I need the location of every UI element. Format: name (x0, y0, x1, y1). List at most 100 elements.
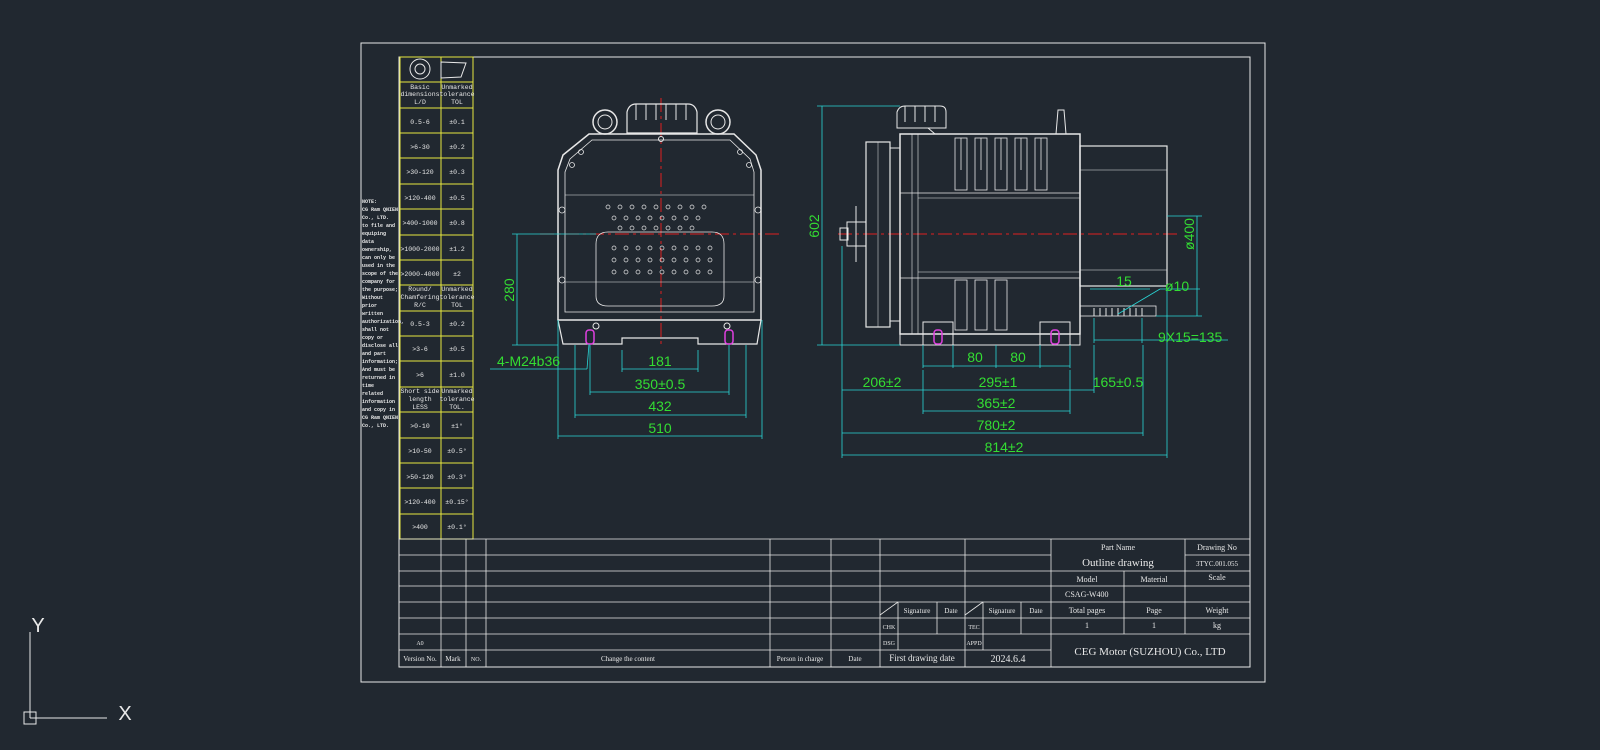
dim-295: 295±1 (979, 374, 1018, 390)
svg-text:copy or: copy or (362, 335, 383, 341)
tol-range: >2000-4000 (400, 271, 439, 278)
angle-header: Short side (400, 388, 439, 395)
tol-value: ±0.3° (447, 473, 467, 481)
dim-165: 165±0.5 (1093, 374, 1144, 390)
round-tol-header: Unmarked (441, 286, 472, 293)
side-view[interactable]: 602 ø400 15 ø10 9X15=135 80 80 206±2 295… (806, 105, 1228, 458)
dim-bolts: 4-M24b36 (497, 353, 560, 369)
first-drawing-date-value: 2024.6.4 (991, 654, 1026, 665)
part-name-label: Part Name (1101, 543, 1135, 552)
part-name: Outline drawing (1082, 557, 1154, 569)
svg-text:shall not: shall not (362, 327, 389, 333)
date-header: Date (848, 655, 861, 663)
dim-15: 15 (1116, 273, 1132, 289)
no-header: NO. (471, 657, 482, 663)
mark-header: Mark (445, 655, 461, 663)
dim-80-left: 80 (967, 349, 983, 365)
front-bolt-marker-left (585, 329, 595, 345)
page-value: 1 (1152, 621, 1156, 630)
tol-value: ±0.5 (449, 346, 465, 353)
svg-text:Without: Without (362, 295, 383, 301)
side-bolt-marker-right (1050, 329, 1060, 345)
tol-header-ld: L/D (414, 99, 426, 106)
tol-range: >10-50 (408, 448, 432, 455)
tol-range: >120-400 (404, 499, 435, 506)
sheet-inner-border (398, 56, 1251, 668)
tol-value: ±0.5° (447, 447, 467, 455)
svg-text:time: time (362, 383, 374, 389)
svg-text:Co., LTD.: Co., LTD. (362, 423, 389, 429)
tol-value: ±0.8 (449, 220, 465, 227)
side-note: NOTE: CG Ram QNIEN Co., LTD. to file and… (362, 199, 404, 429)
svg-text:Co., LTD.: Co., LTD. (362, 215, 389, 221)
total-pages-label: Total pages (1069, 606, 1106, 615)
tol-value: ±2 (453, 271, 461, 278)
model-value: CSAG-W400 (1065, 590, 1109, 599)
tol-range: >400-1000 (402, 220, 437, 227)
terminal-box (626, 103, 698, 134)
version-no-header: Version No. (403, 655, 437, 663)
date-label-2: Date (1029, 607, 1042, 615)
angle-header: LESS (412, 404, 428, 411)
side-bolt-marker-left (933, 329, 943, 345)
side-terminal-box (896, 105, 947, 129)
dim-432: 432 (648, 398, 672, 414)
dim-280: 280 (501, 278, 517, 302)
signature-label-2: Signature (989, 607, 1016, 615)
date-label-1: Date (944, 607, 957, 615)
tol-value: ±0.2 (449, 321, 465, 328)
company-name: CEG Motor (SUZHOU) Co., LTD (1074, 646, 1225, 658)
svg-text:CG Ram QNIEN: CG Ram QNIEN (362, 207, 398, 213)
tol-range: >6-30 (410, 144, 430, 151)
lifting-eye-left-icon (592, 109, 618, 135)
tol-range: >0-10 (410, 423, 430, 430)
svg-text:data: data (362, 239, 374, 245)
svg-text:information: information (362, 399, 395, 405)
dsg-label: DSG (883, 641, 896, 647)
ventilation-holes (605, 204, 713, 275)
dim-780: 780±2 (977, 417, 1016, 433)
svg-text:used in the: used in the (362, 263, 395, 269)
tec-label: TEC (968, 625, 979, 631)
tol-range: >50-120 (406, 474, 433, 481)
svg-text:equiping: equiping (362, 231, 386, 237)
first-drawing-date-label: First drawing date (889, 653, 955, 663)
material-label: Material (1140, 575, 1168, 584)
person-in-charge-header: Person in charge (777, 655, 824, 663)
svg-text:and part: and part (362, 351, 386, 357)
appd-label: APPD (966, 641, 982, 647)
round-header: Round/ (408, 286, 432, 293)
svg-text:to file and: to file and (362, 223, 395, 229)
svg-text:authorization,: authorization, (362, 319, 404, 325)
tol-value: ±0.15° (445, 498, 468, 506)
tol-value: ±0.5 (449, 195, 465, 202)
side-base (899, 320, 1081, 346)
svg-text:scope of the: scope of the (362, 271, 398, 277)
front-motor-body (557, 133, 762, 321)
svg-text:returned in: returned in (362, 375, 395, 381)
signature-label-1: Signature (904, 607, 931, 615)
title-block (399, 538, 1250, 667)
tol-range: >400 (412, 524, 428, 531)
svg-text:and copy in: and copy in (362, 407, 395, 413)
dim-814: 814±2 (985, 439, 1024, 455)
tol-value: ±0.1 (449, 119, 465, 126)
tolerance-table: Basic dimensions L/D Unmarked tolerance … (399, 56, 475, 540)
tol-value: ±0.2 (449, 144, 465, 151)
svg-text:information;: information; (362, 359, 398, 365)
svg-text:And must be: And must be (362, 367, 395, 373)
scale-label: Scale (1208, 573, 1226, 582)
sheet-outer-border (360, 42, 1266, 683)
tol-header-basic: Basic (410, 84, 430, 91)
change-content-header: Change the content (601, 655, 655, 663)
tol-header-tolerance: tolerance (439, 91, 474, 98)
svg-text:ownership,: ownership, (362, 247, 392, 253)
tol-value: ±1.2 (449, 246, 465, 253)
angle-tol-header: tolerance (439, 396, 474, 403)
drawing-no-label: Drawing No (1197, 543, 1237, 552)
tol-range: >1000-2000 (400, 246, 439, 253)
angle-tol-header: TOL. (449, 404, 465, 411)
front-view[interactable]: 280 4-M24b36 181 350±0.5 432 510 (490, 98, 780, 439)
a0-label: A0 (416, 641, 423, 647)
